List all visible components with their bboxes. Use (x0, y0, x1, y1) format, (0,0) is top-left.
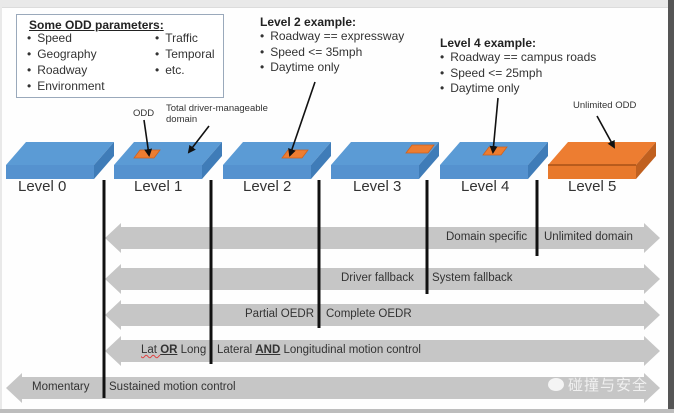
level2-example: Level 2 example: Roadway == expressway S… (260, 15, 404, 76)
level4-example: Level 4 example: Roadway == campus roads… (440, 36, 596, 97)
level-0-platform (6, 142, 114, 179)
odd-param-item: Temporal (155, 47, 214, 61)
domain-specific-label: Domain specific (446, 231, 528, 243)
level2-example-item: Speed <= 35mph (260, 45, 404, 61)
odd-param-item: Roadway (27, 63, 87, 77)
odd-pointer-arrow (143, 119, 153, 157)
level4-pointer-arrow (489, 97, 499, 154)
momentary-label: Momentary (32, 381, 90, 393)
domain-arrow (105, 223, 660, 253)
platform-top-face (6, 142, 114, 165)
partial-oedr-label: Partial OEDR (245, 308, 315, 320)
complete-oedr-label: Complete OEDR (326, 308, 412, 320)
motion-control-arrow (105, 336, 660, 366)
level2-pointer-arrow (288, 81, 316, 157)
watermark: 碰撞与安全 (548, 374, 648, 395)
level4-example-item: Roadway == campus roads (440, 50, 596, 66)
level-1-platform (114, 142, 222, 179)
platform-front-face (331, 165, 419, 179)
odd-param-item: Traffic (155, 31, 198, 45)
platform-top-face (548, 142, 656, 165)
system-fallback-label: System fallback (432, 272, 513, 284)
odd-parameters-title: Some ODD parameters: (29, 18, 164, 32)
window-edge (668, 0, 674, 413)
odd-parameters-box: Some ODD parameters: Speed Geography Roa… (16, 14, 224, 98)
level4-example-title: Level 4 example: (440, 36, 537, 50)
fallback-arrow (105, 264, 660, 294)
wechat-icon (548, 378, 564, 391)
level-0-label: Level 0 (18, 178, 67, 195)
window-edge-bottom (0, 409, 674, 413)
platform-side-face (202, 142, 222, 179)
platform-front-face (548, 165, 636, 179)
level2-example-item: Roadway == expressway (260, 29, 404, 45)
platform-side-face (419, 142, 439, 179)
driver-fallback-label: Driver fallback (341, 272, 414, 284)
lateral-and-longitudinal-label: Lateral AND Longitudinal motion control (217, 344, 421, 356)
level2-example-title: Level 2 example: (260, 15, 357, 29)
level-4-label: Level 4 (461, 178, 510, 195)
unlimited-domain-label: Unlimited domain (544, 231, 633, 243)
odd-param-item: Geography (27, 47, 96, 61)
odd-param-item: Environment (27, 79, 104, 93)
platform-front-face (114, 165, 202, 179)
oedr-arrow (105, 300, 660, 330)
odd-param-item: Speed (27, 31, 72, 45)
platform-side-face (311, 142, 331, 179)
sustained-control-arrow (6, 373, 660, 403)
unlimited-odd-annotation: Unlimited ODD (573, 100, 637, 111)
platform-side-face (636, 142, 656, 179)
platform-front-face (440, 165, 528, 179)
level-1-label: Level 1 (134, 178, 183, 195)
sustained-motion-control-label: Sustained motion control (109, 381, 236, 393)
unlimited-odd-pointer-arrow (596, 115, 615, 149)
platform-side-face (94, 142, 114, 179)
platform-front-face (6, 165, 94, 179)
level-3-label: Level 3 (353, 178, 402, 195)
platform-side-face (528, 142, 548, 179)
level4-example-item: Daytime only (440, 81, 596, 97)
level-2-platform (223, 142, 331, 179)
level2-example-item: Daytime only (260, 60, 404, 76)
level-5-platform (548, 142, 656, 179)
platform-front-face (223, 165, 311, 179)
level4-example-item: Speed <= 25mph (440, 66, 596, 82)
lat-or-long-label: Lat OR Long (141, 344, 207, 356)
odd-param-item: etc. (155, 63, 184, 77)
level-5-label: Level 5 (568, 178, 617, 195)
total-domain-annotation: Total driver-manageable domain (166, 103, 268, 125)
odd-annotation: ODD (133, 108, 155, 119)
total-domain-pointer-arrow (187, 125, 210, 154)
level-2-label: Level 2 (243, 178, 292, 195)
level-3-odd-patch (405, 144, 435, 154)
platform-top-face (223, 142, 331, 165)
